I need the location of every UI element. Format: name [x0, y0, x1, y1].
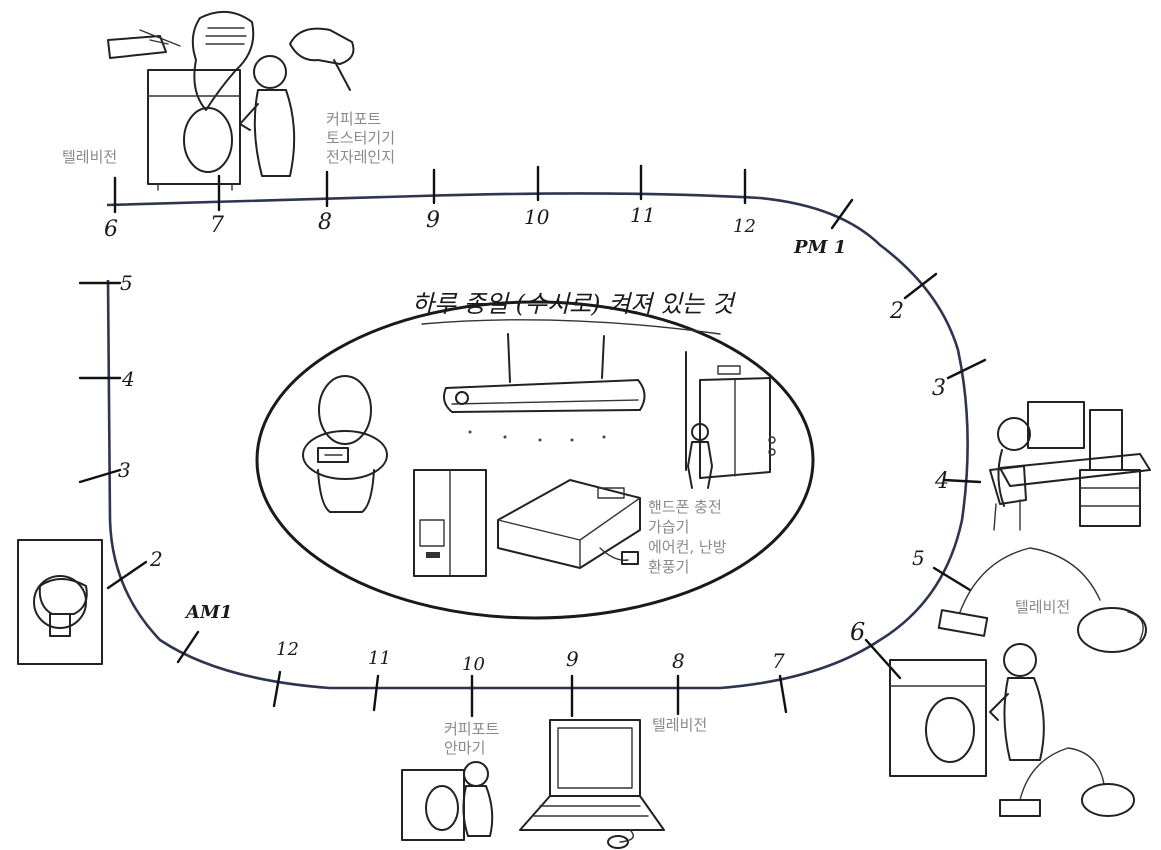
hour-bottom-12: 12 — [276, 639, 299, 660]
hour-right-4: 4 — [934, 469, 949, 494]
hour-top-12: 12 — [733, 216, 756, 237]
hour-bottom-9: 9 — [566, 647, 579, 671]
washing-machine-icon — [147, 69, 241, 191]
note-humidifier: 가습기 — [648, 518, 689, 536]
hour-left-5: 5 — [120, 271, 133, 295]
electric-shaver-icon — [191, 11, 255, 111]
hour-right-2: 2 — [889, 299, 904, 324]
center-notes: 핸드폰 충전 가습기 에어컨, 난방 환풍기 — [648, 498, 727, 576]
hour-left-2: 2 — [149, 547, 163, 571]
hour-am1: AM1 — [184, 602, 232, 623]
hair-dryer-icon — [289, 27, 355, 91]
hour-top-8: 8 — [318, 210, 332, 235]
hour-top-6: 6 — [104, 217, 118, 242]
toilet-bidet-icon — [302, 375, 388, 513]
desktop-computer-icon — [989, 401, 1151, 531]
note-microwave: 전자레인지 — [326, 148, 395, 166]
refrigerator-icon — [413, 469, 487, 577]
hour-top-10: 10 — [524, 205, 550, 229]
person-icon — [462, 761, 494, 837]
hour-left-4: 4 — [121, 367, 135, 391]
washing-machine-icon — [889, 659, 987, 777]
note-toaster: 토스터기기 — [326, 129, 395, 147]
wall-plug-icon — [17, 539, 103, 665]
right-ticks — [864, 272, 987, 680]
hour-left-3: 3 — [118, 458, 131, 482]
hour-bottom-7: 7 — [772, 649, 785, 673]
hour-top-7: 7 — [210, 213, 224, 238]
note-top-tv: 텔레비전 — [62, 148, 117, 166]
left-ticks — [78, 281, 148, 590]
person-icon — [239, 55, 296, 177]
charger-pad-icon — [497, 479, 641, 569]
hour-right-5: 5 — [912, 546, 925, 570]
person-icon — [989, 643, 1045, 761]
note-right-tv: 텔레비전 — [1015, 598, 1070, 616]
day-track — [106, 192, 969, 690]
note-coffee-pot: 커피포트 — [326, 110, 381, 128]
person-icon — [687, 423, 713, 489]
hour-top-9: 9 — [426, 208, 440, 233]
note-bottom-tv: 텔레비전 — [652, 716, 707, 734]
note-phone-charging: 핸드폰 충전 — [648, 498, 722, 516]
hour-top-11: 11 — [630, 203, 655, 227]
elevator-icon — [685, 351, 776, 479]
note-massager: 안마기 — [444, 739, 485, 757]
hour-bottom-11: 11 — [368, 648, 391, 669]
hour-right-6: 6 — [850, 618, 865, 646]
note-ventilator: 환풍기 — [648, 558, 689, 576]
hour-bottom-8: 8 — [672, 649, 685, 673]
note-bottom-coffee-pot: 커피포트 — [444, 720, 499, 738]
top-ticks — [113, 164, 854, 230]
bottom-ticks — [176, 630, 788, 718]
vacuum-cleaner-icon — [999, 747, 1135, 817]
always-on-oval — [255, 300, 815, 620]
hair-clipper-icon — [107, 29, 181, 59]
laptop-icon — [519, 719, 665, 849]
vacuum-cleaner-icon — [937, 547, 1147, 653]
air-conditioner-icon — [443, 333, 646, 442]
washing-machine-icon — [401, 769, 465, 841]
hour-right-3: 3 — [932, 376, 946, 401]
hour-pm1: PM 1 — [793, 237, 846, 258]
note-aircon-heating: 에어컨, 난방 — [648, 538, 727, 556]
hour-bottom-10: 10 — [462, 654, 485, 675]
person-icon — [997, 417, 1031, 507]
center-title: 하루 종일 (수시로) 켜져 있는 것 — [412, 290, 737, 318]
